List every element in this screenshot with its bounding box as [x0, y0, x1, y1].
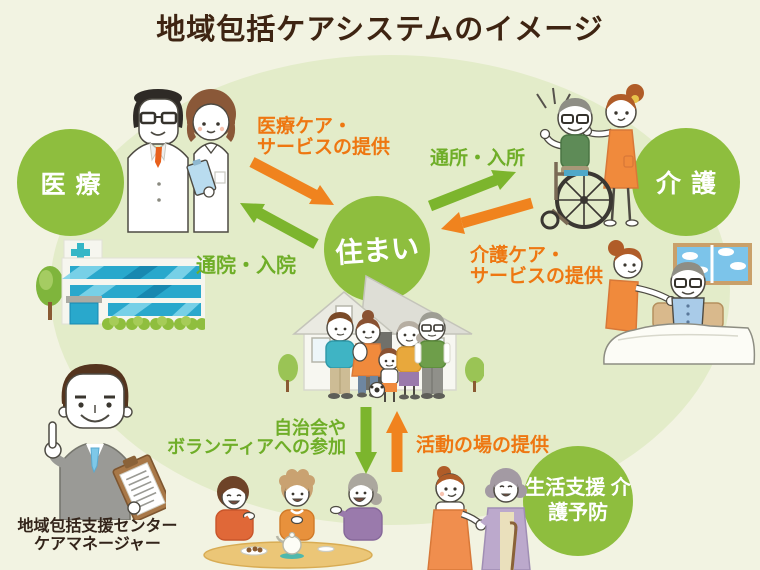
tea-gathering-illustration: [203, 469, 383, 569]
arrow-care-to-home: [441, 197, 534, 234]
woman-curly-hair: [279, 469, 315, 541]
woman-gray-bun: [329, 473, 383, 541]
arrow-home-to-medical: [240, 203, 319, 249]
hospital-illustration: [36, 239, 205, 330]
care-manager-illustration: [44, 364, 166, 520]
nurse: [186, 89, 236, 233]
node-life-support-line1: 生活支援: [525, 477, 606, 499]
elderly-man: [539, 98, 613, 230]
elderly-woman: [480, 468, 531, 570]
label-hospital-visit: 通院・入院: [196, 255, 296, 277]
arrow-home-to-community: [355, 407, 377, 474]
label-care-service: 介護ケア・ サービスの提供: [470, 245, 604, 287]
arrow-community-to-home: [386, 411, 408, 472]
house-family-illustration: [278, 274, 484, 402]
node-medical-label: 医療: [40, 170, 111, 199]
doctor-and-nurse-illustration: [127, 89, 236, 233]
caregiver-woman: [427, 466, 487, 570]
clipboard: [112, 454, 166, 520]
label-volunteer-participation: 自治会や ボランティアへの参加: [167, 418, 346, 457]
node-life-support: 生活支援 介護予防: [523, 446, 633, 556]
woman-brown-bob: [215, 476, 256, 541]
caregiver-woman: [581, 84, 644, 227]
node-life-support-line2: 介護予防: [548, 477, 631, 524]
label-day-care: 通所・入所: [430, 148, 526, 169]
elderly-man-in-bed: [670, 262, 706, 329]
care-manager-caption: 地域包括支援センター ケアマネージャー: [17, 518, 178, 553]
bed-care-illustration: [603, 240, 756, 365]
node-care: 介護: [632, 128, 740, 236]
arrow-medical-to-home: [249, 157, 334, 205]
label-activity-place: 活動の場の提供: [416, 435, 550, 456]
doctor: [127, 89, 189, 233]
boy: [368, 348, 400, 402]
arrow-home-to-care: [427, 170, 516, 212]
label-medical-service: 医療ケア・ サービスの提供: [257, 116, 391, 158]
node-medical: 医療: [17, 129, 124, 236]
handshake-illustration: [427, 466, 531, 570]
diagram-title: 地域包括ケアシステムのイメージ: [156, 14, 604, 46]
node-home-label: 住まい: [334, 232, 421, 269]
grandfather: [414, 312, 451, 399]
node-care-label: 介護: [655, 170, 726, 198]
wheelchair-pair-illustration: [536, 84, 644, 230]
father: [325, 312, 355, 399]
